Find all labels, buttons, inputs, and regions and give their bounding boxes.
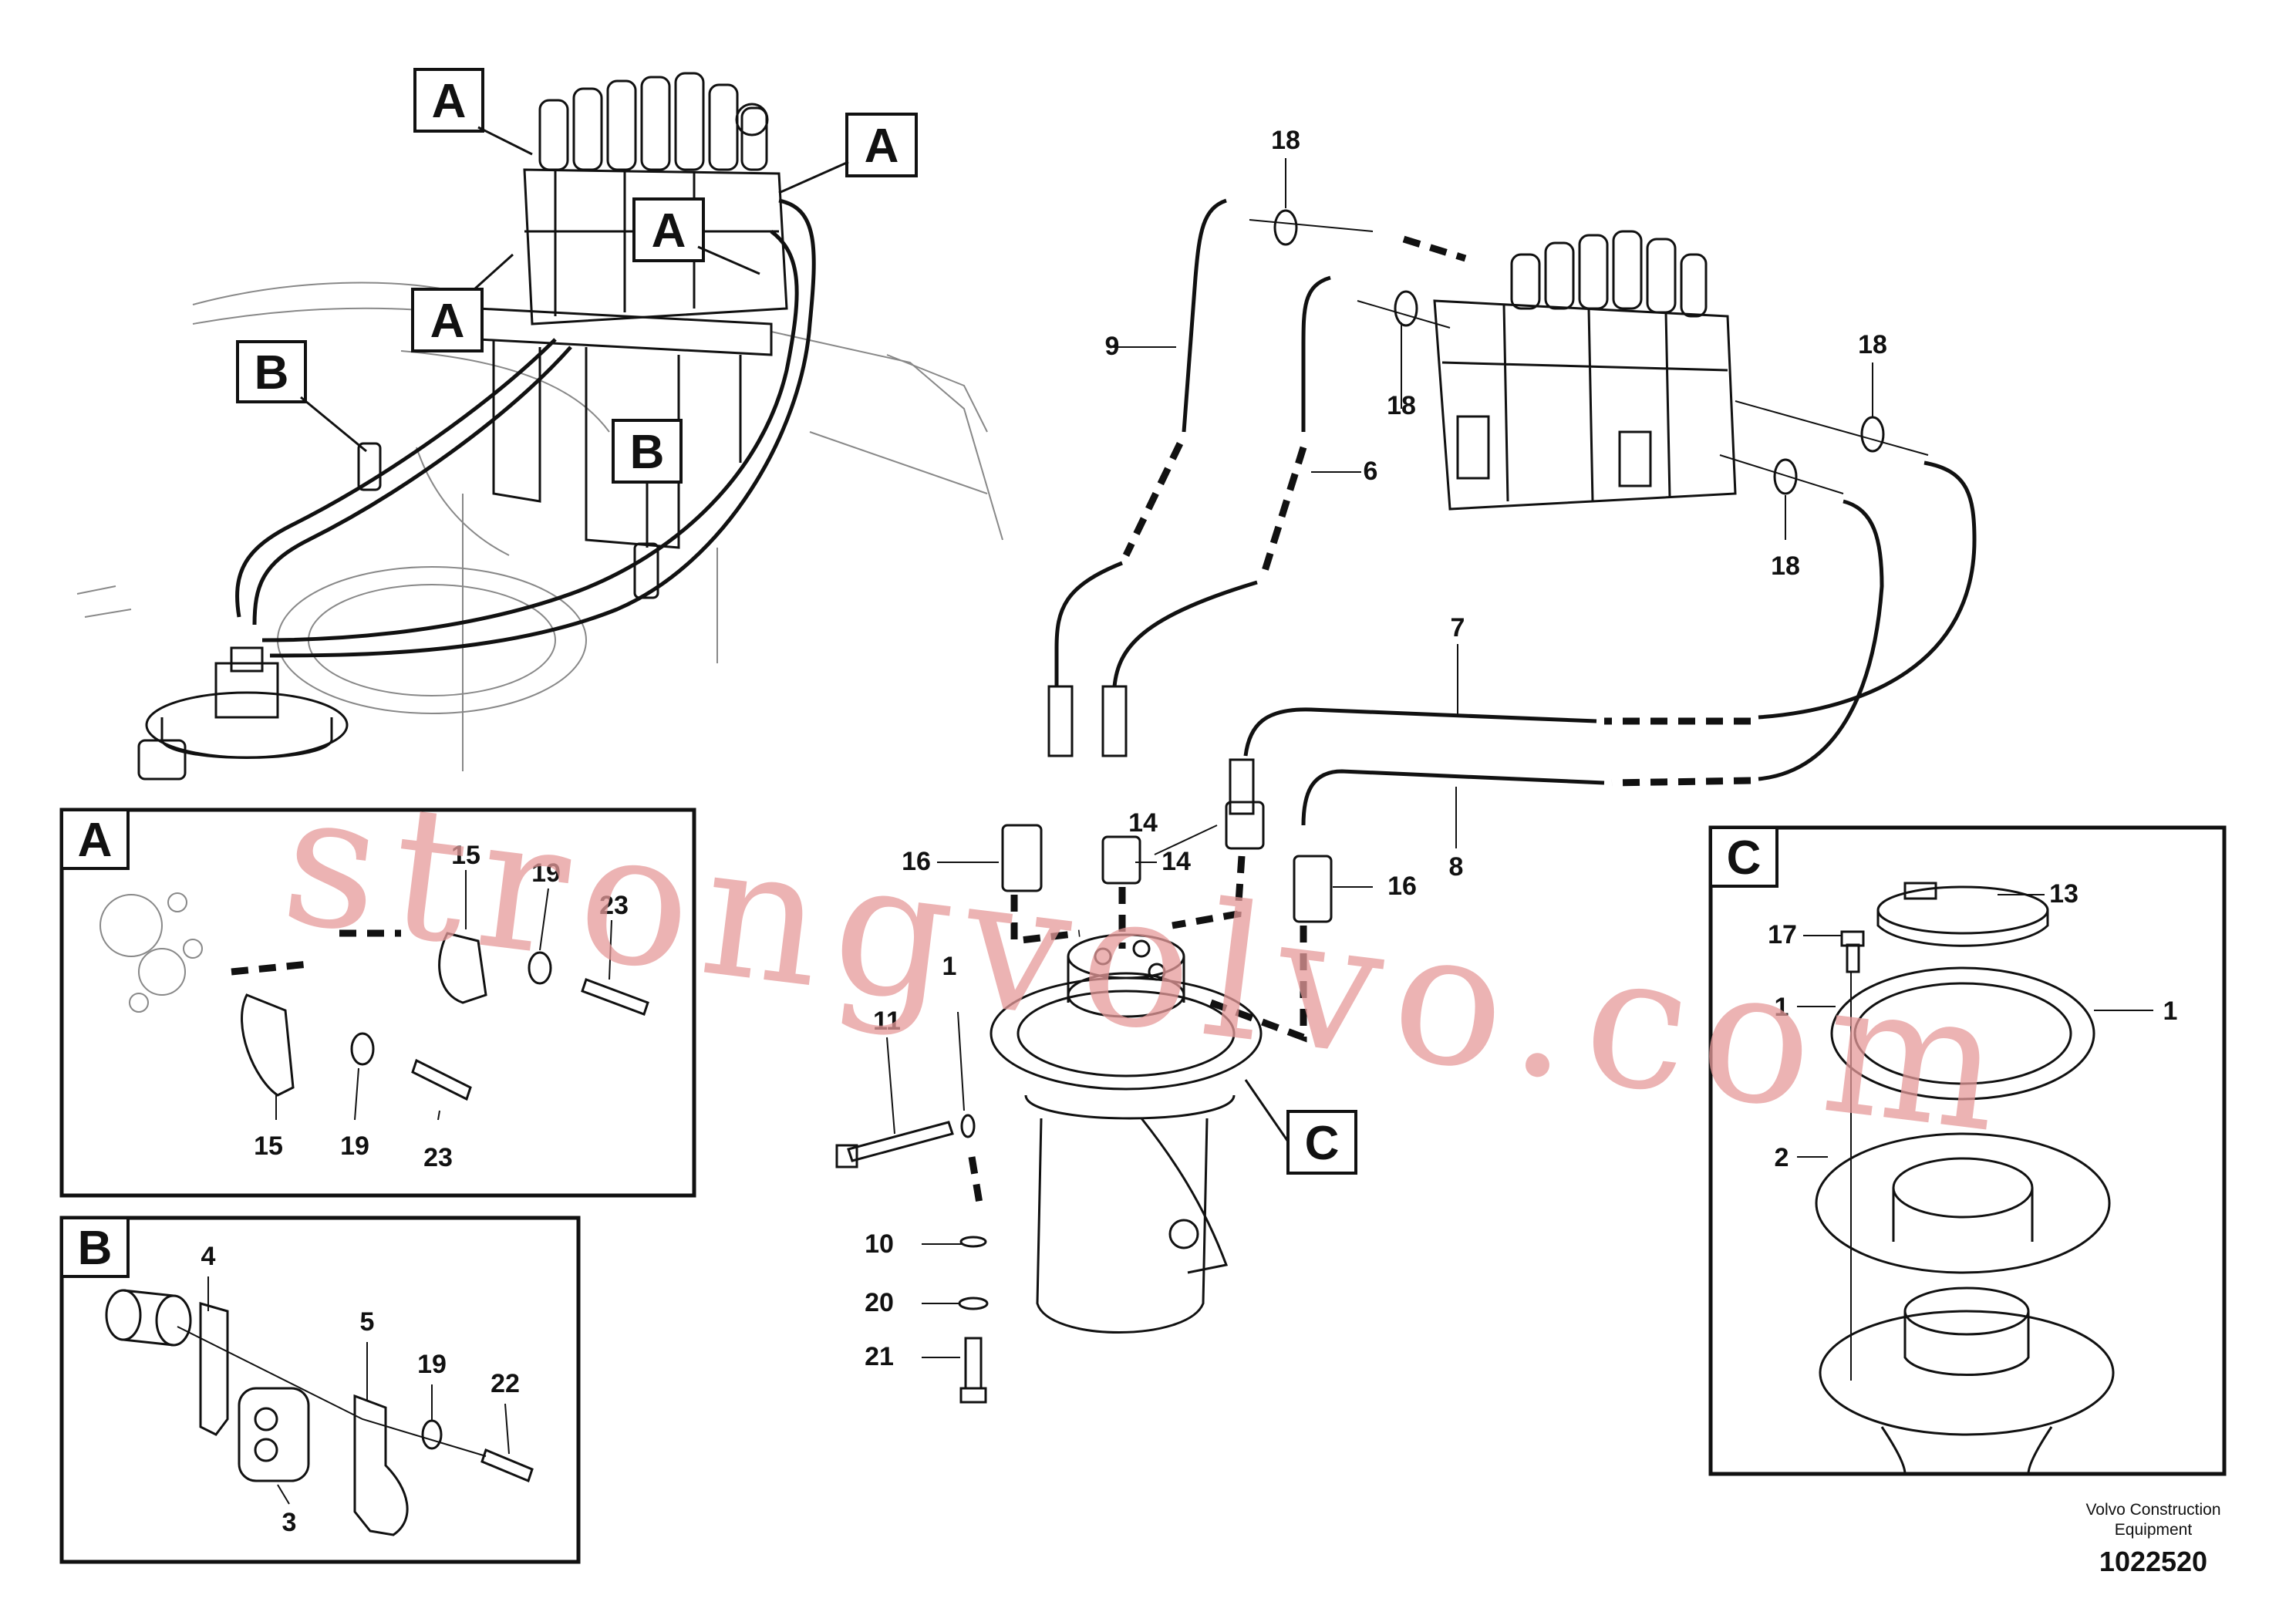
svg-text:23: 23 (423, 1143, 453, 1172)
svg-text:B: B (255, 346, 289, 400)
svg-text:C: C (1727, 831, 1762, 885)
tag-a-4: A (778, 113, 918, 194)
svg-text:B: B (78, 1222, 113, 1275)
tag-b-2: B (612, 419, 683, 548)
svg-text:19: 19 (340, 1131, 369, 1161)
svg-text:18: 18 (1387, 391, 1416, 420)
svg-text:20: 20 (865, 1288, 894, 1317)
svg-text:16: 16 (902, 847, 931, 876)
svg-text:18: 18 (1271, 126, 1300, 155)
svg-text:19: 19 (417, 1350, 447, 1379)
svg-text:9: 9 (1105, 332, 1120, 361)
tag-c-main: C (1244, 1079, 1357, 1175)
svg-text:8: 8 (1449, 852, 1464, 882)
svg-text:21: 21 (865, 1342, 894, 1371)
document-number: 1022520 (2099, 1546, 2207, 1577)
tag-a-1: A (413, 68, 533, 156)
svg-text:15: 15 (254, 1131, 283, 1161)
svg-text:14: 14 (1128, 808, 1158, 838)
swivel-joint: C (835, 933, 1357, 1404)
svg-text:14: 14 (1161, 847, 1191, 876)
svg-text:3: 3 (282, 1508, 297, 1537)
svg-text:4: 4 (201, 1242, 216, 1271)
svg-text:A: A (865, 120, 899, 173)
credit-line-2: Equipment (2115, 1521, 2193, 1539)
detail-panel-a: A (59, 808, 696, 1198)
valve-hose-assembly (1001, 198, 1977, 1043)
svg-text:19: 19 (531, 858, 561, 888)
credit-line-1: Volvo Construction (2085, 1501, 2220, 1519)
overview-assembly: A A A A B B (76, 68, 1003, 781)
svg-text:17: 17 (1768, 920, 1797, 949)
svg-text:7: 7 (1451, 613, 1465, 642)
svg-text:15: 15 (451, 841, 480, 870)
svg-text:23: 23 (599, 891, 629, 920)
svg-text:1: 1 (2163, 996, 2178, 1026)
tag-a-3: A (632, 197, 760, 275)
part-labels: 18 9 6 18 18 18 7 8 14 14 16 16 1 11 10 … (201, 126, 2178, 1537)
svg-text:A: A (652, 204, 686, 258)
svg-text:A: A (432, 75, 467, 128)
svg-text:B: B (630, 426, 665, 479)
svg-text:13: 13 (2049, 879, 2079, 909)
svg-text:10: 10 (865, 1229, 894, 1259)
svg-text:1: 1 (1775, 993, 1789, 1022)
svg-text:11: 11 (873, 1007, 901, 1036)
svg-text:22: 22 (491, 1369, 520, 1398)
svg-text:A: A (430, 295, 465, 348)
tag-b-1: B (236, 340, 367, 453)
svg-text:6: 6 (1364, 457, 1378, 486)
detail-panel-c: C (1708, 825, 2227, 1476)
svg-text:18: 18 (1771, 551, 1800, 581)
svg-text:18: 18 (1858, 330, 1887, 359)
svg-text:A: A (78, 814, 113, 867)
svg-text:1: 1 (942, 952, 957, 981)
svg-text:16: 16 (1387, 872, 1417, 901)
svg-text:C: C (1305, 1117, 1340, 1170)
detail-panel-b: B (59, 1216, 581, 1564)
svg-text:5: 5 (360, 1307, 375, 1337)
svg-text:2: 2 (1775, 1143, 1789, 1172)
tag-a-2: A (411, 253, 514, 352)
